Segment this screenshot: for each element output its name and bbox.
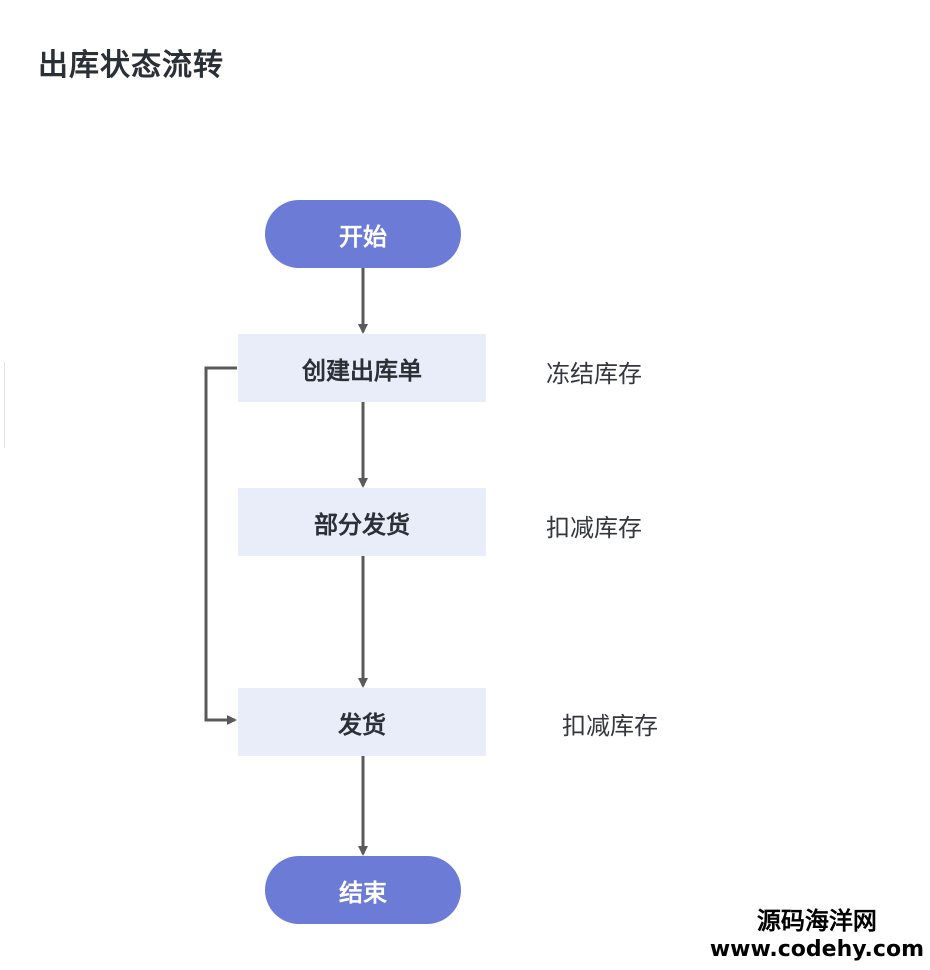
arrow-create-to-ship-bypass xyxy=(204,366,237,725)
start-node: 开始 xyxy=(265,200,461,268)
page-title: 出库状态流转 xyxy=(38,48,224,83)
start-node-label: 开始 xyxy=(339,222,387,251)
create-order-node-label: 创建出库单 xyxy=(302,356,422,385)
create-order-node: 创建出库单 xyxy=(238,334,486,402)
end-node-label: 结束 xyxy=(339,878,387,907)
partial-ship-node-label: 部分发货 xyxy=(314,510,410,539)
watermark: 源码海洋网 www.codehy.com xyxy=(710,906,924,964)
edge-divider xyxy=(0,362,5,448)
watermark-name: 源码海洋网 xyxy=(756,907,877,935)
note-deduct-inventory-partial: 扣减库存 xyxy=(546,514,642,542)
note-freeze-inventory: 冻结库存 xyxy=(546,360,642,388)
ship-node: 发货 xyxy=(238,688,486,756)
watermark-url: www.codehy.com xyxy=(709,937,924,962)
note-deduct-inventory-ship: 扣减库存 xyxy=(562,712,658,740)
ship-node-label: 发货 xyxy=(338,710,386,739)
partial-ship-node: 部分发货 xyxy=(238,488,486,556)
end-node: 结束 xyxy=(265,856,461,924)
